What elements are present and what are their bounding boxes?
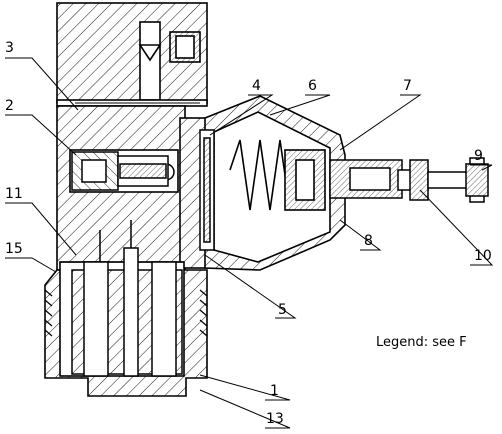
callout-9: 9 [474,148,483,164]
callout-5: 5 [278,302,287,318]
callout-15: 15 [5,241,23,257]
valve-cartridge [71,151,169,191]
callout-8: 8 [364,233,373,249]
legend-note: Legend: see F [376,335,467,350]
callout-2: 2 [5,98,14,114]
callout-1: 1 [270,383,279,399]
thread-marks [44,289,208,337]
callout-3: 3 [5,40,14,56]
callout-4: 4 [252,78,261,94]
callout-10: 10 [474,248,492,264]
callout-labels: 3 2 11 15 4 6 7 9 8 10 5 1 13 [5,40,492,427]
lower-filter-cartridge [71,220,183,377]
callout-11: 11 [5,186,23,202]
callout-6: 6 [308,78,317,94]
leader-lines [5,57,494,429]
callout-7: 7 [403,78,412,94]
adjuster-stem [329,157,489,203]
spring-and-seat [229,139,326,211]
callout-13: 13 [266,411,284,427]
diaphragm-assembly [157,129,215,251]
